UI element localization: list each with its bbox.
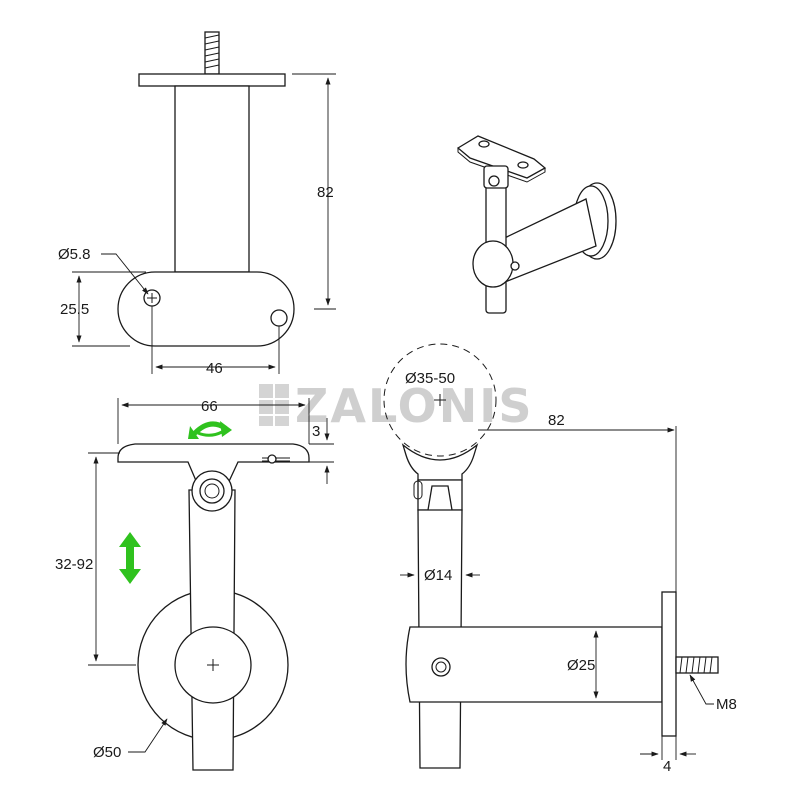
dim-thread-label: M8: [716, 696, 737, 713]
dim-rose-diameter-label: Ø50: [93, 744, 121, 761]
dim-saddle-width-label: 66: [201, 398, 218, 415]
dim-projection-label: 82: [548, 412, 565, 429]
watermark-text: ZALONIS: [295, 379, 533, 433]
side-grub-screw: [431, 657, 451, 677]
green-rotate-arrow-icon: [188, 421, 232, 439]
dim-post-diameter-label: Ø14: [424, 567, 452, 584]
front-view: 66 3 32-92 Ø50: [55, 398, 334, 771]
top-flange-plate: [138, 73, 286, 87]
side-view: 82 Ø35-50 Ø14 Ø25 M8 4: [383, 343, 737, 775]
dim-saddle-thickness-label: 3: [312, 423, 320, 440]
green-vertical-double-arrow-icon: [119, 532, 141, 584]
side-hinge-fork: [417, 479, 463, 511]
dim-top-height-label: 82: [317, 184, 334, 201]
dim-rail-diameter-label: Ø35-50: [405, 370, 455, 387]
dim-plate-height-label: 25.5: [60, 301, 89, 318]
side-threaded-stud: [675, 656, 719, 674]
side-wall-flange: [661, 591, 677, 737]
isometric-view: [456, 135, 617, 314]
iso-joint: [472, 240, 514, 288]
side-saddle-head: [401, 443, 479, 481]
dim-hole-diameter-label: Ø5.8: [58, 246, 91, 263]
side-handrail-outline: [383, 343, 497, 457]
watermark: ZALONIS: [259, 379, 533, 433]
dim-arm-diameter-label: Ø25: [567, 657, 595, 674]
dim-height-range-label: 32-92: [55, 556, 93, 573]
dim-flange-thickness-label: 4: [663, 758, 671, 775]
dim-hole-spacing-label: 46: [206, 360, 223, 377]
top-view: 82 Ø5.8 25.5 46: [58, 31, 336, 377]
top-oval-plate: [117, 271, 295, 347]
top-threaded-stud: [204, 31, 220, 75]
front-saddle: [117, 443, 310, 491]
hole-right: [270, 309, 288, 327]
top-tube: [174, 85, 250, 273]
